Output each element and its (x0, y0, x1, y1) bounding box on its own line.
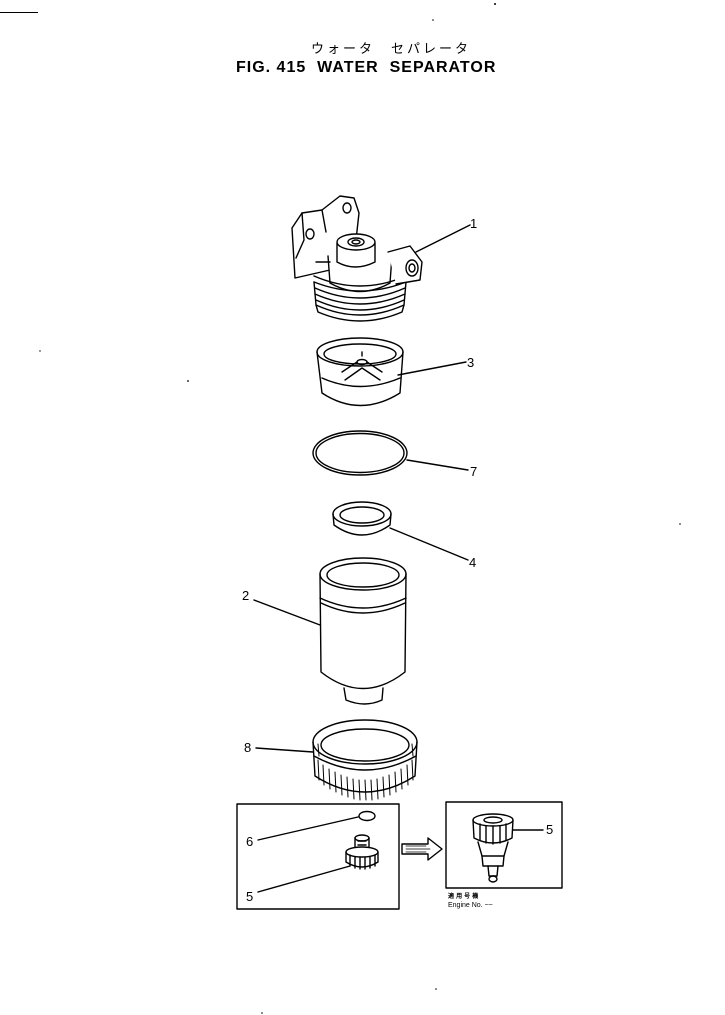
callout-4: 4 (469, 555, 476, 570)
callout-5-inset: 5 (246, 889, 253, 904)
leader-line-6 (257, 816, 359, 841)
part-filter-head (291, 195, 423, 322)
part-baffle-cup (316, 337, 404, 407)
part-o-ring-small (358, 810, 376, 822)
detail-note-engine: Engine No. ~~ (448, 902, 493, 909)
leader-line-2 (253, 599, 321, 626)
callout-1: 1 (470, 216, 477, 231)
leader-line-1 (415, 224, 471, 253)
leader-line-5-inset (257, 865, 351, 893)
part-o-ring (312, 430, 408, 476)
knurling (317, 743, 414, 801)
part-drain-plug-alt (472, 813, 514, 883)
callout-8: 8 (244, 740, 251, 755)
scan-specks (39, 3, 681, 1014)
arrow-icon (401, 837, 443, 861)
leader-line-4 (389, 527, 469, 561)
callout-2: 2 (242, 588, 249, 603)
part-seal-ring (332, 501, 392, 536)
part-filter-element (319, 557, 407, 705)
corner-rule (0, 12, 38, 13)
part-ring-nut (312, 719, 418, 801)
detail-note-jp: 適 用 号 機 (448, 892, 478, 900)
leader-line-8 (255, 747, 314, 753)
figure-title: FIG. 415 WATER SEPARATOR (236, 59, 497, 76)
leader-line-7 (406, 459, 469, 471)
callout-6: 6 (246, 834, 253, 849)
callout-5-detail: 5 (546, 822, 553, 837)
callout-3: 3 (467, 355, 474, 370)
detail-frame (445, 801, 563, 889)
part-drain-plug (345, 834, 379, 870)
leader-line-3 (397, 361, 467, 376)
figure-title-japanese: ウォータ セパレータ (311, 42, 472, 57)
callout-7: 7 (470, 464, 477, 479)
inset-frame (236, 803, 400, 910)
